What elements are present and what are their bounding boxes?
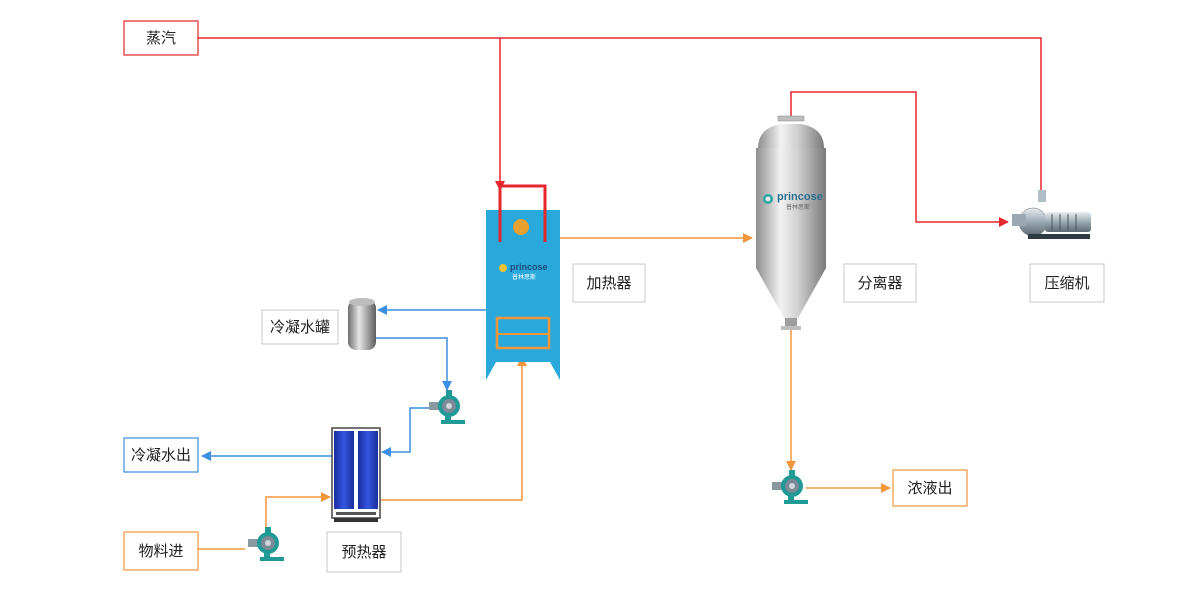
tank-to-pump-line (362, 337, 452, 391)
label-preheater: 预热器 (326, 531, 402, 573)
svg-text:预热器: 预热器 (341, 543, 386, 561)
label-compressor: 压缩机 (1029, 263, 1105, 303)
label-separator: 分离器 (843, 263, 917, 303)
svg-text:物料进: 物料进 (138, 542, 183, 560)
material-lines (198, 233, 891, 550)
label-condensate-out: 冷凝水出 (123, 437, 199, 473)
condensate-tank-icon (348, 298, 376, 350)
heater-vessel: princose 普林思斯 (486, 184, 560, 380)
label-steam: 蒸汽 (123, 20, 199, 56)
sight-glass-icon (513, 219, 529, 235)
vapor-to-compressor-line (790, 91, 1009, 227)
svg-text:princose: princose (777, 191, 823, 203)
concentrate-pump-icon (772, 470, 808, 504)
svg-text:压缩机: 压缩机 (1044, 274, 1089, 292)
heater-brand-logo: princose 普林思斯 (499, 262, 548, 281)
svg-text:蒸汽: 蒸汽 (146, 29, 176, 47)
steam-lines (198, 37, 1042, 227)
svg-text:princose: princose (510, 262, 548, 272)
separator-vessel: princose 普林思斯 (756, 115, 826, 330)
preheater-to-heater-line (380, 356, 527, 501)
label-concentrate-out: 浓液出 (892, 469, 968, 507)
svg-text:冷凝水罐: 冷凝水罐 (270, 318, 330, 336)
separator-brand-logo: princose 普林思斯 (763, 191, 823, 211)
heater-steam-coil (498, 184, 547, 242)
label-condensate-tank: 冷凝水罐 (261, 309, 339, 345)
feed-to-preheater-line (265, 492, 331, 532)
svg-text:浓液出: 浓液出 (907, 479, 952, 497)
condensate-pump-icon (429, 390, 465, 424)
svg-text:普林思斯: 普林思斯 (786, 203, 810, 211)
label-heater: 加热器 (572, 263, 646, 303)
condensate-lines (201, 305, 486, 461)
compressor-icon (1012, 190, 1091, 239)
svg-text:普林思斯: 普林思斯 (512, 273, 536, 281)
label-material-in: 物料进 (123, 531, 199, 571)
steam-main-line (198, 37, 1042, 192)
svg-text:冷凝水出: 冷凝水出 (131, 446, 191, 464)
svg-text:加热器: 加热器 (586, 274, 631, 292)
preheater-exchanger (331, 427, 381, 522)
feed-pump-icon (248, 527, 284, 561)
svg-text:分离器: 分离器 (857, 274, 902, 292)
pump-to-preheater-line (381, 407, 432, 457)
